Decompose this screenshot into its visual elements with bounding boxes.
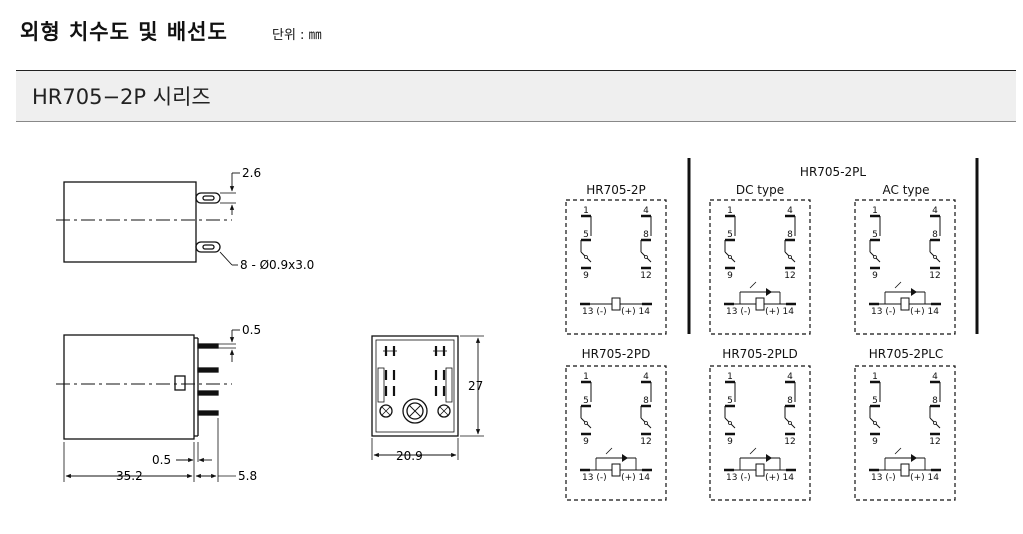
pin [197,410,219,416]
dim-pin-offset: 2.6 [242,166,261,180]
terminal-label: 5 [872,396,878,406]
diagram-subtitle-dc: DC type [736,183,784,197]
terminal-label: 4 [787,372,793,382]
terminal-label: 5 [872,230,878,240]
terminal-label: 4 [643,372,649,382]
wiring-box-pd: 1 5 9 4 8 12 13 (-) (+) 14 [565,365,667,501]
wiring-box-dc: 1 5 9 4 8 12 13 (-) (+) 14 [709,199,811,335]
wiring-diagrams: 1 5 9 4 8 12 13 (-) (+) 14 1 5 9 4 8 12 13 (-) (+) 14 1 5… [565,199,956,501]
terminal-label: (+) 14 [910,473,939,483]
pin-slot [195,241,221,253]
terminal-label: 12 [929,437,940,447]
diagram-title-2plc: HR705-2PLC [869,347,944,361]
terminal-label: 13 (-) [726,307,751,317]
terminal-label: (+) 14 [910,307,939,317]
diagram-title-2pld: HR705-2PLD [722,347,797,361]
terminal-label: 13 (-) [582,473,607,483]
terminal-label: 9 [727,271,733,281]
diagram-subtitle-ac: AC type [883,183,930,197]
dim-height: 27 [468,379,483,393]
terminal-label: 9 [872,437,878,447]
series-header-bar: HR705−2P 시리즈 [16,70,1016,122]
terminal-label: 12 [784,437,795,447]
terminal-label: 1 [583,206,589,216]
side-view [56,329,240,482]
terminal-label: 13 (-) [582,307,607,317]
unit-note: 단위 : ㎜ [272,28,322,43]
top-view [56,172,240,266]
terminal-label: 1 [727,206,733,216]
terminal-label: 4 [932,372,938,382]
terminal-label: 12 [929,271,940,281]
wiring-box-plc: 1 5 9 4 8 12 13 (-) (+) 14 [854,365,956,501]
terminal-label: 5 [727,396,733,406]
terminal-label: 5 [727,230,733,240]
terminal-label: 1 [872,206,878,216]
wiring-box-pld: 1 5 9 4 8 12 13 (-) (+) 14 [709,365,811,501]
terminal-label: 13 (-) [871,307,896,317]
pin [197,343,219,349]
diagram-title-2pl: HR705-2PL [800,165,866,179]
terminal-label: 4 [787,206,793,216]
terminal-label: 1 [583,372,589,382]
dim-pin-spec: 8 - Ø0.9x3.0 [240,258,314,272]
terminal-label: 8 [932,396,938,406]
terminal-label: 1 [872,372,878,382]
pin-slot [195,192,221,204]
dim-pin-width: 0.5 [242,323,261,337]
terminal-label: 12 [640,271,651,281]
terminal-label: 5 [583,230,589,240]
terminal-label: 9 [872,271,878,281]
terminal-label: 8 [787,396,793,406]
terminal-label: 12 [640,437,651,447]
terminal-label: 9 [583,271,589,281]
wiring-box-ac: 1 5 9 4 8 12 13 (-) (+) 14 [854,199,956,335]
terminal-label: (+) 14 [765,307,794,317]
terminal-label: 8 [932,230,938,240]
terminal-label: (+) 14 [765,473,794,483]
diagram-title-2pd: HR705-2PD [582,347,651,361]
terminal-label: 13 (-) [871,473,896,483]
dim-pin-length: 5.8 [238,469,257,483]
dim-gap: 0.5 [152,453,171,467]
terminal-label: 12 [784,271,795,281]
terminal-label: 8 [787,230,793,240]
terminal-label: 9 [583,437,589,447]
terminal-label: 13 (-) [726,473,751,483]
series-title: HR705−2P 시리즈 [32,85,211,109]
pin [197,390,219,396]
diagram-title-2p: HR705-2P [586,183,645,197]
terminal-label: 4 [932,206,938,216]
page-title: 외형 치수도 및 배선도 [20,20,228,44]
terminal-label: 1 [727,372,733,382]
pin [197,367,219,373]
dim-width: 20.9 [396,449,423,463]
terminal-label: 5 [583,396,589,406]
terminal-label: (+) 14 [621,473,650,483]
terminal-label: (+) 14 [621,307,650,317]
terminal-label: 8 [643,230,649,240]
base-view [371,335,484,460]
dim-length: 35.2 [116,469,143,483]
terminal-label: 9 [727,437,733,447]
terminal-label: 8 [643,396,649,406]
terminal-label: 4 [643,206,649,216]
wiring-box-plain: 1 5 9 4 8 12 13 (-) (+) 14 [565,199,667,335]
